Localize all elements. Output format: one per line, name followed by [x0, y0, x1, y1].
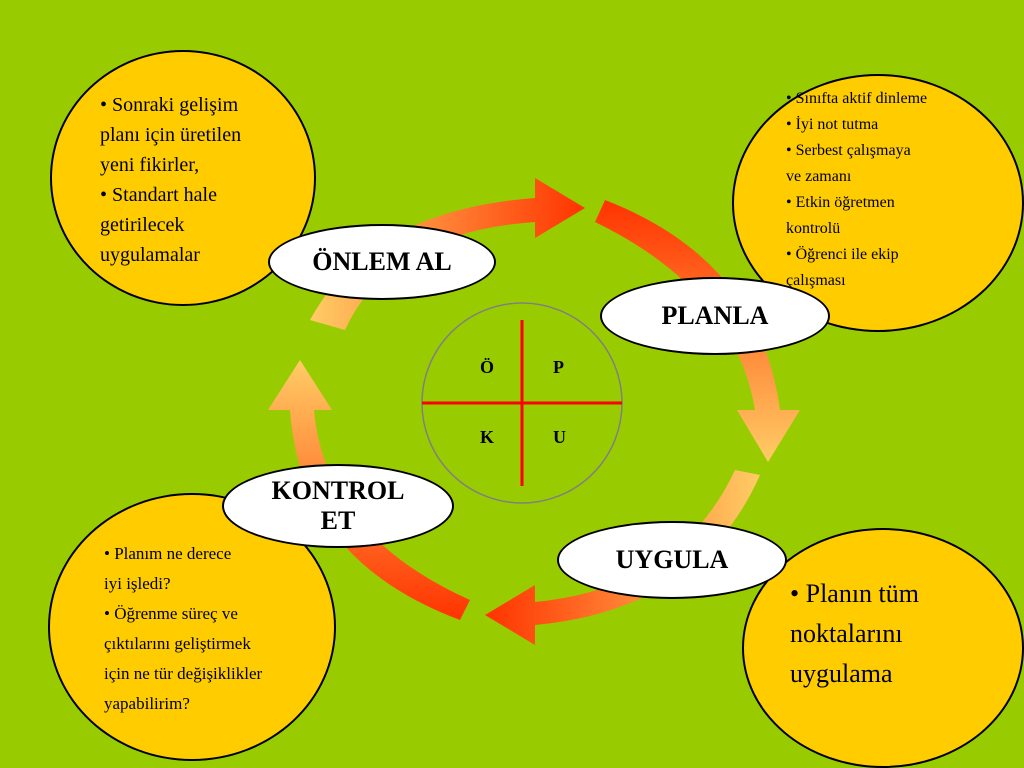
arrow-planla-to-uygula: [595, 200, 800, 462]
onlem-note: Standart hale getirilecek uygulamalar: [100, 180, 300, 270]
arrow-onlem-to-planla: [310, 178, 585, 330]
onlem-notes-list: Sonraki gelişim planı için üretilen yeni…: [100, 90, 300, 270]
onlem-note: Sonraki gelişim planı için üretilen yeni…: [100, 90, 300, 180]
stage-label-planla-text: PLANLA: [661, 301, 769, 330]
planla-note: Sınıfta aktif dinleme: [786, 86, 1024, 112]
planla-note: İyi not tutma: [786, 112, 1024, 138]
quadrant-kontrol-letter: K: [480, 427, 495, 447]
uygula-notes-list: Planın tüm noktalarını uygulama: [790, 574, 1010, 694]
planla-notes-list: Sınıfta aktif dinleme İyi not tutma Serb…: [786, 86, 1024, 294]
planla-note: Öğrenci ile ekip çalışması: [786, 242, 1024, 294]
kontrol-notes-list: Planım ne derece iyi işledi? Öğrenme sür…: [104, 539, 344, 719]
stage-label-kontrol-et: KONTROL ET: [222, 464, 454, 548]
stage-label-planla: PLANLA: [600, 277, 830, 355]
planla-note: Etkin öğretmen kontrolü: [786, 190, 1024, 242]
arrow-kontrol-to-onlem: [268, 360, 470, 620]
uygula-notes-circle: Planın tüm noktalarını uygulama: [742, 528, 1024, 768]
planla-note: Serbest çalışmaya ve zamanı: [786, 138, 1024, 190]
quadrant-planla-letter: P: [553, 357, 564, 377]
stage-label-onlem-al: ÖNLEM AL: [268, 224, 496, 300]
quadrant-uygula-letter: U: [553, 427, 566, 447]
stage-label-kontrol-text-2: ET: [320, 506, 356, 535]
quadrant-onlem-letter: Ö: [480, 357, 495, 377]
kontrol-note: Planım ne derece iyi işledi?: [104, 539, 344, 599]
stage-label-uygula-text: UYGULA: [615, 545, 729, 574]
uygula-note: Planın tüm noktalarını uygulama: [790, 574, 1010, 694]
arrow-uygula-to-kontrol: [485, 470, 760, 645]
kontrol-note: Öğrenme süreç ve çıktılarını geliştirmek…: [104, 599, 344, 719]
stage-label-onlem-al-text: ÖNLEM AL: [312, 247, 452, 276]
stage-label-kontrol-text-1: KONTROL: [271, 476, 405, 505]
stage-label-uygula: UYGULA: [557, 521, 787, 599]
